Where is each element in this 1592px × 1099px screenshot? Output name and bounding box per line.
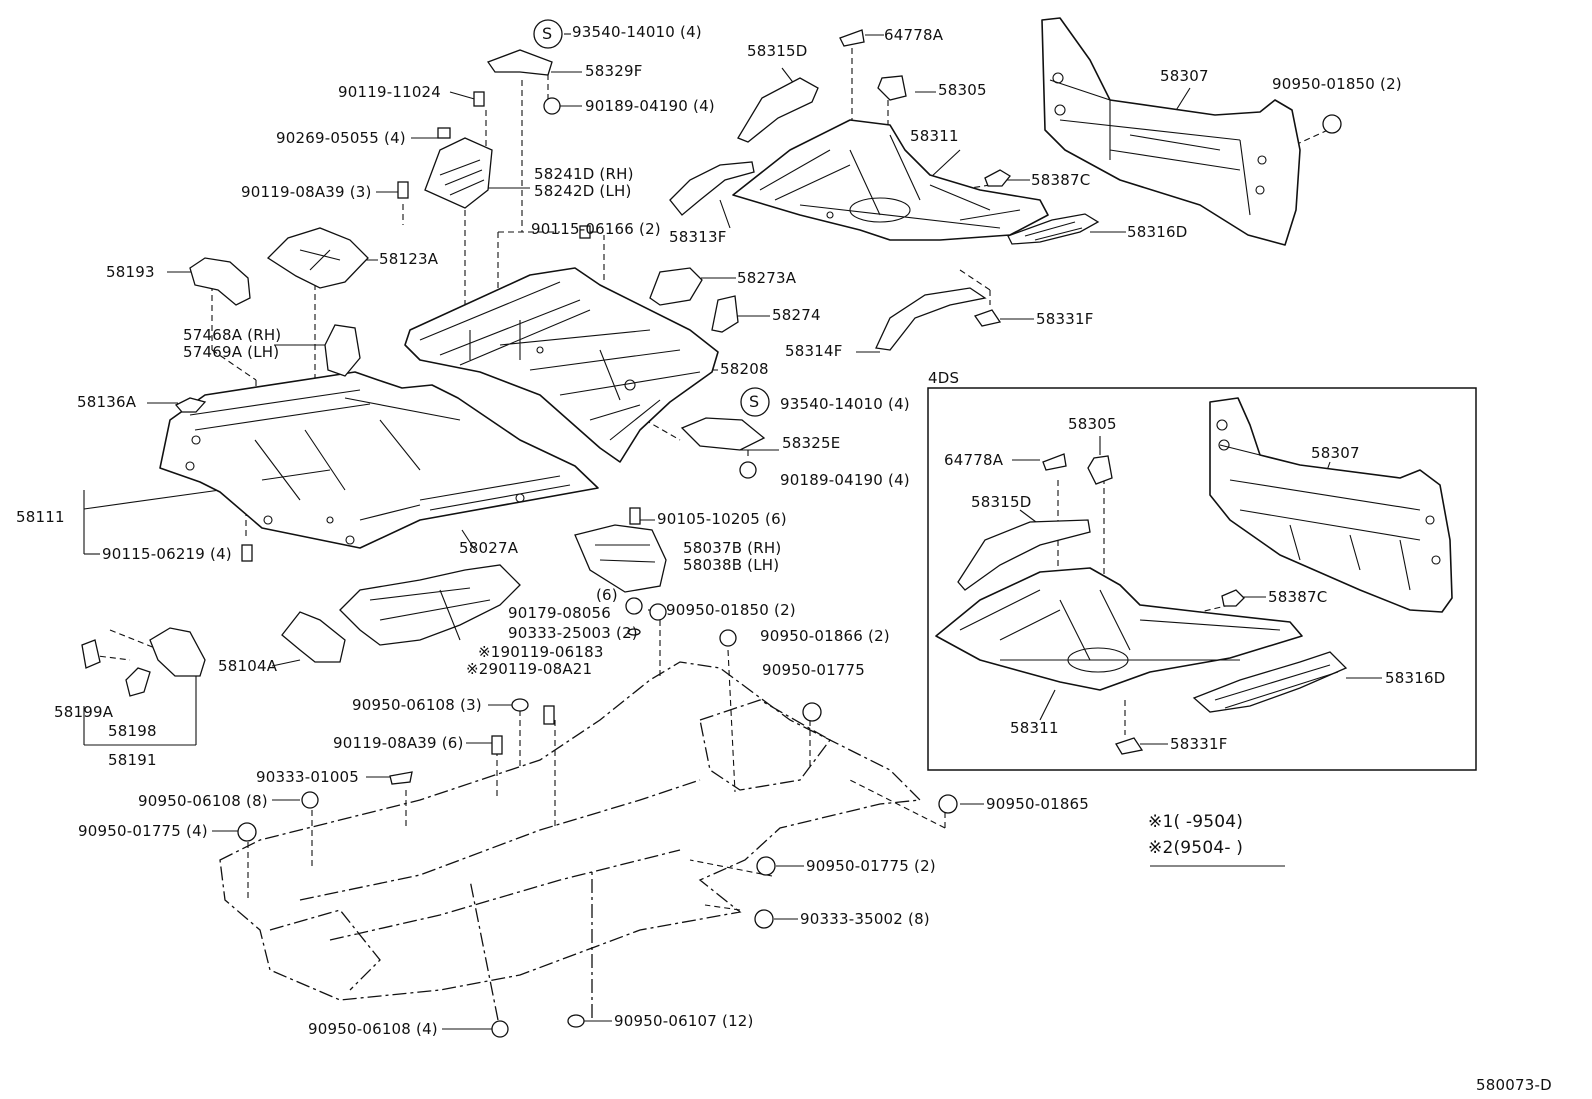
label-90333-25003: 90333-25003 (2) bbox=[508, 624, 638, 642]
label-58199a: 58199A bbox=[54, 703, 114, 721]
circle-s-symbol-mid: S bbox=[749, 392, 760, 411]
label-93540-14010-top: 93540-14010 (4) bbox=[572, 23, 702, 41]
label-90950-01850-top: 90950-01850 (2) bbox=[1272, 75, 1402, 93]
note-1: ※1( -9504) bbox=[1148, 812, 1244, 832]
label-57469a: 57469A (LH) bbox=[183, 343, 280, 361]
note-2: ※2(9504- ) bbox=[1148, 838, 1244, 858]
label-58038b: 58038B (LH) bbox=[683, 556, 780, 574]
label-58307-top: 58307 bbox=[1160, 67, 1209, 85]
label-90115-06166: 90115-06166 (2) bbox=[531, 220, 661, 238]
label-58027a: 58027A bbox=[459, 539, 519, 557]
inset-4ds bbox=[927, 387, 1477, 771]
brackets-and-reinforcements bbox=[81, 29, 1100, 697]
label-90950-06108-a: 90950-06108 (3) bbox=[352, 696, 482, 714]
label-58315d-top: 58315D bbox=[747, 42, 808, 60]
rear-panel-58307 bbox=[1041, 17, 1301, 246]
label-90179-08056: 90179-08056 bbox=[508, 604, 612, 622]
inset-label-58331f: 58331F bbox=[1170, 735, 1228, 753]
label-58111: 58111 bbox=[16, 508, 65, 526]
label-58208: 58208 bbox=[720, 360, 769, 378]
label-90950-01775-a: 90950-01775 bbox=[762, 661, 866, 679]
label-58104a: 58104A bbox=[218, 657, 278, 675]
inset-label-58387c: 58387C bbox=[1268, 588, 1328, 606]
label-58241d: 58241D (RH) bbox=[534, 165, 634, 183]
label-58313f: 58313F bbox=[669, 228, 727, 246]
label-58136a: 58136A bbox=[77, 393, 137, 411]
label-58273a: 58273A bbox=[737, 269, 797, 287]
label-six: (6) bbox=[596, 586, 618, 604]
label-90269-05055: 90269-05055 (4) bbox=[276, 129, 406, 147]
floor-silencer-outline bbox=[219, 661, 922, 1001]
label-90950-01866: 90950-01866 (2) bbox=[760, 627, 890, 645]
label-90115-06219: 90115-06219 (4) bbox=[102, 545, 232, 563]
label-58198: 58198 bbox=[108, 722, 157, 740]
label-90950-01850-mid: 90950-01850 (2) bbox=[666, 601, 796, 619]
label-58331f-top: 58331F bbox=[1036, 310, 1094, 328]
label-90950-01865: 90950-01865 bbox=[986, 795, 1090, 813]
diagram-code: 580073-D bbox=[1476, 1076, 1552, 1094]
inset-label-58305: 58305 bbox=[1068, 415, 1117, 433]
label-90189-04190-mid: 90189-04190 (4) bbox=[780, 471, 910, 489]
label-58305-top: 58305 bbox=[938, 81, 987, 99]
label-90333-01005: 90333-01005 bbox=[256, 768, 360, 786]
label-58191: 58191 bbox=[108, 751, 157, 769]
label-58193: 58193 bbox=[106, 263, 155, 281]
label-58316d-top: 58316D bbox=[1127, 223, 1188, 241]
label-90333-35002: 90333-35002 (8) bbox=[800, 910, 930, 928]
label-58387c-top: 58387C bbox=[1031, 171, 1091, 189]
circle-s-symbol-top: S bbox=[542, 24, 553, 43]
label-93540-14010-mid: 93540-14010 (4) bbox=[780, 395, 910, 413]
label-58274: 58274 bbox=[772, 306, 821, 324]
label-58325e: 58325E bbox=[782, 434, 841, 452]
inset-label-64778a: 64778A bbox=[944, 451, 1004, 469]
label-90189-04190-top: 90189-04190 (4) bbox=[585, 97, 715, 115]
label-58242d: 58242D (LH) bbox=[534, 182, 632, 200]
fasteners bbox=[237, 19, 1342, 1038]
label-90105-10205: 90105-10205 (6) bbox=[657, 510, 787, 528]
inset-label-58307: 58307 bbox=[1311, 444, 1360, 462]
label-57468a: 57468A (RH) bbox=[183, 326, 282, 344]
label-90950-01775-c: 90950-01775 (2) bbox=[806, 857, 936, 875]
label-58123a: 58123A bbox=[379, 250, 439, 268]
label-90950-06108-b: 90950-06108 (8) bbox=[138, 792, 268, 810]
label-58329f: 58329F bbox=[585, 62, 643, 80]
label-90950-06108-c: 90950-06108 (4) bbox=[308, 1020, 438, 1038]
label-58314f: 58314F bbox=[785, 342, 843, 360]
label-90119-08a39-top: 90119-08A39 (3) bbox=[241, 183, 372, 201]
label-90950-06107: 90950-06107 (12) bbox=[614, 1012, 754, 1030]
inset-label-58316d: 58316D bbox=[1385, 669, 1446, 687]
label-90119-08a21: ※290119-08A21 bbox=[466, 660, 593, 678]
front-floor-pan-58111 bbox=[159, 371, 599, 549]
label-90119-06183: ※190119-06183 bbox=[478, 643, 604, 661]
label-90119-11024: 90119-11024 bbox=[338, 83, 442, 101]
center-floor-58208 bbox=[404, 267, 719, 463]
rear-floor-58311 bbox=[732, 119, 1049, 241]
label-58037b: 58037B (RH) bbox=[683, 539, 782, 557]
label-64778a-top: 64778A bbox=[884, 26, 944, 44]
inset-title: 4DS bbox=[928, 369, 960, 387]
label-90950-01775-b: 90950-01775 (4) bbox=[78, 822, 208, 840]
label-58311-top: 58311 bbox=[910, 127, 959, 145]
label-90119-08a39-b: 90119-08A39 (6) bbox=[333, 734, 464, 752]
inset-label-58315d: 58315D bbox=[971, 493, 1032, 511]
inset-label-58311: 58311 bbox=[1010, 719, 1059, 737]
